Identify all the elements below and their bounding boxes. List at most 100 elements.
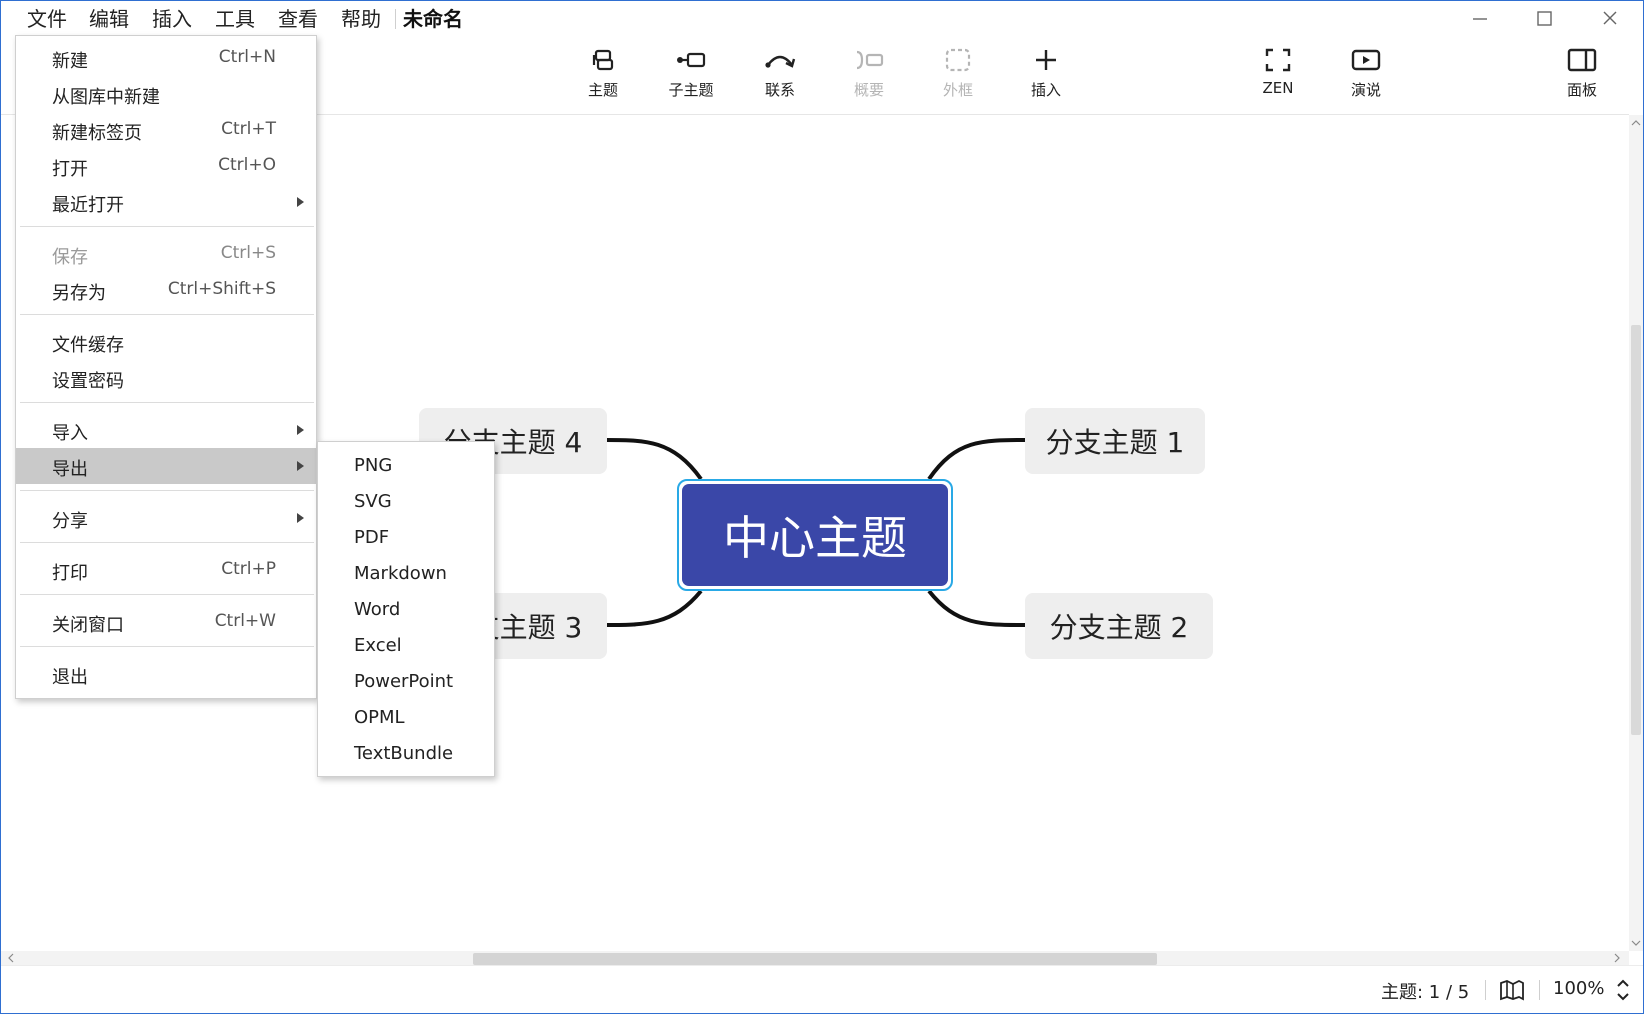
file-menu-dropdown: 新建 Ctrl+N 从图库中新建 新建标签页 Ctrl+T 打开 Ctrl+O … <box>15 35 317 699</box>
menu-view[interactable]: 查看 <box>278 7 318 31</box>
menu-item-close-window[interactable]: 关闭窗口 Ctrl+W <box>16 604 316 640</box>
menu-tools[interactable]: 工具 <box>215 7 255 31</box>
export-item-textbundle[interactable]: TextBundle <box>318 736 494 772</box>
scroll-up-icon <box>1631 120 1641 126</box>
status-bar: 主题: 1 / 5 100% <box>1 965 1643 1013</box>
menu-item-shortcut: Ctrl+O <box>218 155 276 175</box>
status-divider <box>1485 980 1486 1000</box>
menu-bar: 文件 编辑 插入 工具 查看 帮助 未命名 <box>1 1 1643 37</box>
menu-item-file-cache[interactable]: 文件缓存 <box>16 324 316 360</box>
menu-item-label: 关闭窗口 <box>52 615 124 636</box>
summary-button[interactable]: 概要 <box>829 47 909 109</box>
export-item-powerpoint[interactable]: PowerPoint <box>318 664 494 700</box>
menu-item-import[interactable]: 导入 <box>16 412 316 448</box>
menu-separator <box>20 402 314 403</box>
boundary-label: 外框 <box>942 81 973 99</box>
export-item-label: PDF <box>354 527 390 548</box>
minimize-icon <box>1473 18 1487 20</box>
connector-branch-1 <box>927 438 1027 481</box>
menu-divider <box>395 9 396 29</box>
connector-branch-2 <box>927 589 1027 627</box>
menu-item-set-password[interactable]: 设置密码 <box>16 360 316 396</box>
menu-item-new-from-gallery[interactable]: 从图库中新建 <box>16 76 316 112</box>
topic-button[interactable]: 主题 <box>563 47 643 109</box>
menu-item-label: 新建标签页 <box>52 123 142 144</box>
summary-label: 概要 <box>853 81 884 99</box>
insert-label: 插入 <box>1030 81 1061 99</box>
export-item-label: Word <box>354 599 401 620</box>
export-item-opml[interactable]: OPML <box>318 700 494 736</box>
menu-item-label: 设置密码 <box>52 371 124 392</box>
menu-item-label: 文件缓存 <box>52 335 124 356</box>
submenu-arrow-icon <box>297 425 304 435</box>
boundary-icon <box>945 48 971 72</box>
horizontal-scroll-thumb[interactable] <box>473 953 1157 965</box>
menu-item-quit[interactable]: 退出 <box>16 656 316 692</box>
present-button[interactable]: 演说 <box>1326 47 1406 109</box>
play-icon <box>1351 49 1381 71</box>
export-item-svg[interactable]: SVG <box>318 484 494 520</box>
central-topic[interactable]: 中心主题 <box>677 479 953 591</box>
export-item-markdown[interactable]: Markdown <box>318 556 494 592</box>
topic-count: 主题: 1 / 5 <box>1381 982 1470 1003</box>
export-item-label: SVG <box>354 491 392 512</box>
export-item-label: OPML <box>354 707 405 728</box>
export-item-word[interactable]: Word <box>318 592 494 628</box>
menu-insert[interactable]: 插入 <box>152 7 192 31</box>
menu-item-open[interactable]: 打开 Ctrl+O <box>16 148 316 184</box>
zoom-level[interactable]: 100% <box>1553 978 1605 999</box>
branch-topic-2[interactable]: 分支主题 2 <box>1025 593 1213 659</box>
boundary-button[interactable]: 外框 <box>918 47 998 109</box>
minimize-button[interactable] <box>1465 7 1495 31</box>
connector-branch-3 <box>605 589 703 627</box>
export-item-label: PNG <box>354 455 393 476</box>
scroll-right-icon <box>1614 953 1620 963</box>
menu-item-save[interactable]: 保存 Ctrl+S <box>16 236 316 272</box>
branch-topic-1[interactable]: 分支主题 1 <box>1025 408 1205 474</box>
plus-icon <box>1036 50 1056 70</box>
panel-button[interactable]: 面板 <box>1542 47 1622 109</box>
menu-item-label: 打印 <box>52 563 88 584</box>
connector-branch-4 <box>605 438 703 481</box>
summary-icon <box>856 50 884 70</box>
menu-separator <box>20 594 314 595</box>
menu-item-print[interactable]: 打印 Ctrl+P <box>16 552 316 588</box>
map-outline-icon[interactable] <box>1499 979 1525 1001</box>
topic-icon <box>592 49 614 71</box>
export-item-label: Markdown <box>354 563 447 584</box>
menu-separator <box>20 542 314 543</box>
relationship-button[interactable]: 联系 <box>740 47 820 109</box>
export-item-excel[interactable]: Excel <box>318 628 494 664</box>
submenu-arrow-icon <box>297 513 304 523</box>
menu-item-label: 导出 <box>52 459 88 480</box>
menu-item-new-tab[interactable]: 新建标签页 Ctrl+T <box>16 112 316 148</box>
menu-item-recent[interactable]: 最近打开 <box>16 184 316 220</box>
zoom-stepper-icon[interactable] <box>1615 977 1631 1003</box>
export-item-png[interactable]: PNG <box>318 448 494 484</box>
vertical-scrollbar[interactable] <box>1629 115 1643 951</box>
menu-edit[interactable]: 编辑 <box>89 7 129 31</box>
insert-button[interactable]: 插入 <box>1006 47 1086 109</box>
menu-file[interactable]: 文件 <box>27 7 67 31</box>
vertical-scroll-thumb[interactable] <box>1631 325 1641 735</box>
maximize-button[interactable] <box>1529 7 1559 31</box>
subtopic-button[interactable]: 子主题 <box>651 47 731 109</box>
menu-item-shortcut: Ctrl+Shift+S <box>167 279 276 299</box>
menu-item-new[interactable]: 新建 Ctrl+N <box>16 40 316 76</box>
export-item-pdf[interactable]: PDF <box>318 520 494 556</box>
menu-item-shortcut: Ctrl+S <box>220 243 276 263</box>
zen-button[interactable]: ZEN <box>1238 47 1318 109</box>
menu-item-shortcut: Ctrl+T <box>221 119 276 139</box>
menu-item-shortcut: Ctrl+N <box>218 47 276 67</box>
menu-item-label: 打开 <box>52 159 88 180</box>
menu-item-label: 另存为 <box>52 283 106 304</box>
menu-item-share[interactable]: 分享 <box>16 500 316 536</box>
menu-item-export[interactable]: 导出 <box>16 448 316 484</box>
menu-separator <box>20 226 314 227</box>
menu-item-save-as[interactable]: 另存为 Ctrl+Shift+S <box>16 272 316 308</box>
menu-help[interactable]: 帮助 <box>341 7 381 31</box>
close-icon <box>1603 11 1617 25</box>
close-button[interactable] <box>1595 7 1625 31</box>
menu-item-shortcut: Ctrl+P <box>221 559 276 579</box>
horizontal-scrollbar[interactable] <box>1 951 1629 965</box>
